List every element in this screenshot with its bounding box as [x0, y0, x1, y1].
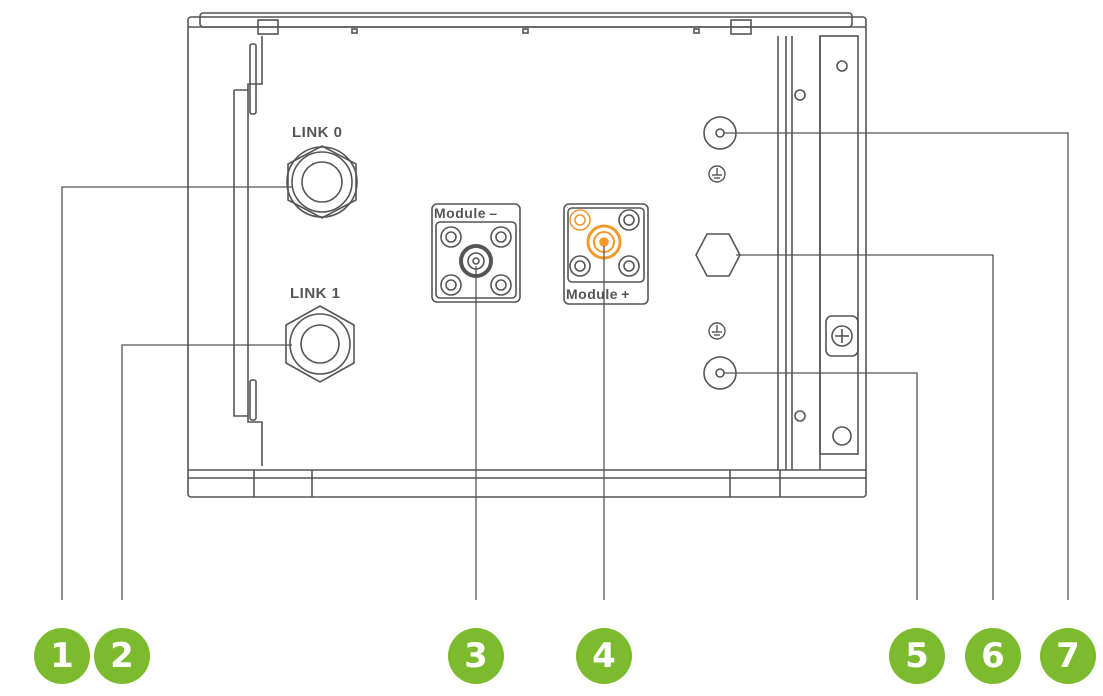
- module-plus-label: Module +: [566, 286, 630, 302]
- callout-badge-4: 4: [576, 628, 632, 684]
- callout-badge-2: 2: [94, 628, 150, 684]
- leader-line-6: [736, 254, 994, 600]
- callout-badge-3: 3: [448, 628, 504, 684]
- leader-line-1: [61, 186, 292, 600]
- ground-symbol-bottom: [708, 322, 726, 340]
- callout-badge-6: 6: [965, 628, 1021, 684]
- module-plus-connector: [563, 203, 649, 305]
- callout-badge-7: 7: [1040, 628, 1096, 684]
- enclosure: [187, 12, 867, 498]
- leader-line-5: [724, 372, 918, 600]
- ground-symbol-top: [708, 165, 726, 183]
- module-minus-connector: [431, 203, 521, 303]
- link0-label: LINK 0: [292, 124, 343, 141]
- module-minus-label: Module –: [434, 205, 498, 221]
- leader-line-7: [724, 132, 1069, 600]
- leader-line-2: [121, 344, 292, 600]
- link1-label: LINK 1: [290, 285, 341, 302]
- callout-badge-5: 5: [889, 628, 945, 684]
- callout-badge-1: 1: [34, 628, 90, 684]
- link1-cable-gland: [285, 305, 355, 383]
- leader-lines: [61, 132, 1069, 600]
- pressure-vent: [695, 233, 741, 277]
- link0-cable-gland: [286, 145, 358, 219]
